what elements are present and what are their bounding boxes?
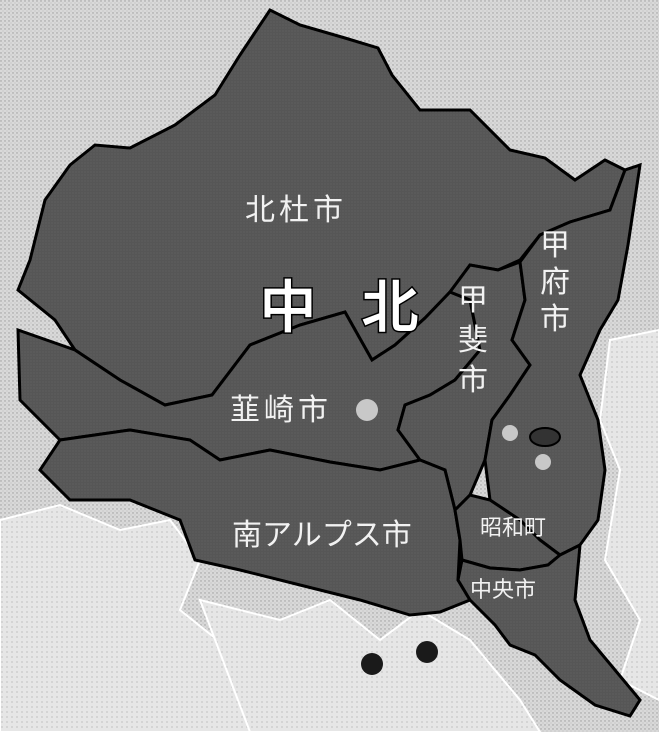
marker-kofu-1	[502, 425, 518, 441]
label-kai-3: 市	[458, 363, 488, 398]
outside-area-east	[598, 328, 659, 702]
label-hokuto: 北杜市	[245, 193, 347, 228]
kofu-area	[483, 162, 642, 557]
label-kofu-1: 甲	[540, 228, 570, 263]
marker-south-2	[416, 641, 438, 663]
outside-area-southwest	[0, 503, 262, 732]
marker-nirasaki	[356, 399, 378, 421]
marker-kofu-lake	[529, 427, 561, 447]
chuo-area	[456, 542, 642, 718]
label-chuo: 中央市	[470, 578, 536, 603]
label-minami-alps: 南アルプス市	[232, 518, 412, 553]
marker-kofu-2	[535, 454, 551, 470]
region-label-char-2: 北	[362, 276, 418, 341]
label-kofu-2: 府	[540, 265, 570, 300]
label-kai-1: 甲	[458, 283, 488, 318]
label-nirasaki: 韮崎市	[230, 393, 332, 428]
label-showa: 昭和町	[480, 516, 546, 541]
region-label-char-1: 中	[260, 276, 316, 341]
region-area	[16, 8, 642, 718]
label-kofu-3: 市	[540, 302, 570, 337]
marker-south-1	[361, 653, 383, 675]
label-kai-2: 斐	[458, 323, 488, 358]
